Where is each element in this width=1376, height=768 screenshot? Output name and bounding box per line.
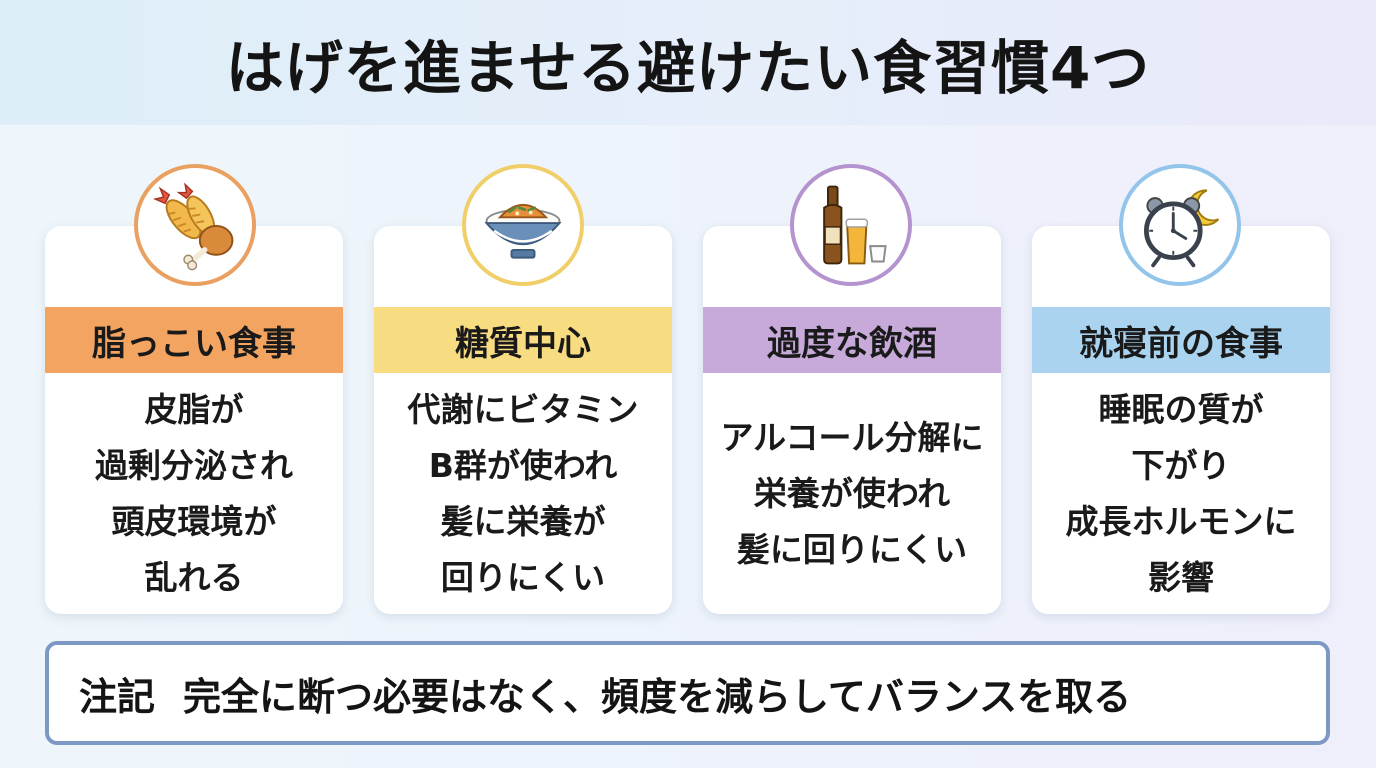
card-fatty-food: 脂っこい食事 皮脂が 過剰分泌され 頭皮環境が 乱れる (45, 226, 343, 614)
card-description: 代謝にビタミン B群が使われ 髪に栄養が 回りにくい (407, 390, 639, 597)
icon-circle-alcohol (790, 164, 912, 286)
alcohol-icon (823, 185, 887, 265)
card-carb-heavy: 糖質中心 代謝にビタミン B群が使われ 髪に栄養が 回りにくい (374, 226, 672, 614)
page-title: はげを進ませる避けたい食習慣4つ (225, 33, 1151, 102)
card-late-meal: 就寝前の食事 睡眠の質が 下がり 成長ホルモンに 影響 (1032, 226, 1330, 614)
card-body: アルコール分解に 栄養が使われ 髪に回りにくい (703, 376, 1001, 612)
card-description: 皮脂が 過剰分泌され 頭皮環境が 乱れる (95, 390, 293, 597)
card-description: 睡眠の質が 下がり 成長ホルモンに 影響 (1065, 390, 1297, 597)
title-band: はげを進ませる避けたい食習慣4つ (0, 0, 1376, 125)
card-heading: 脂っこい食事 (45, 307, 343, 373)
card-description: アルコール分解に 栄養が使われ 髪に回りにくい (720, 418, 984, 569)
card-heading: 糖質中心 (374, 307, 672, 373)
icon-circle-fried-food (134, 164, 256, 286)
fried-food-icon (152, 182, 234, 271)
icon-circle-rice-bowl (462, 164, 584, 286)
rice-bowl-icon (484, 203, 562, 259)
card-body: 皮脂が 過剰分泌され 頭皮環境が 乱れる (45, 376, 343, 612)
card-heading: 過度な飲酒 (703, 307, 1001, 373)
note-text: 完全に断つ必要はなく、頻度を減らしてバランスを取る (183, 674, 1132, 719)
card-heading: 就寝前の食事 (1032, 307, 1330, 373)
note-box: 注記 完全に断つ必要はなく、頻度を減らしてバランスを取る (45, 641, 1330, 745)
icon-circle-alarm-clock (1119, 164, 1241, 286)
alarm-clock-moon-icon (1144, 189, 1220, 268)
note-label: 注記 (79, 674, 156, 719)
card-body: 代謝にビタミン B群が使われ 髪に栄養が 回りにくい (374, 376, 672, 612)
card-body: 睡眠の質が 下がり 成長ホルモンに 影響 (1032, 376, 1330, 612)
card-drinking: 過度な飲酒 アルコール分解に 栄養が使われ 髪に回りにくい (703, 226, 1001, 614)
